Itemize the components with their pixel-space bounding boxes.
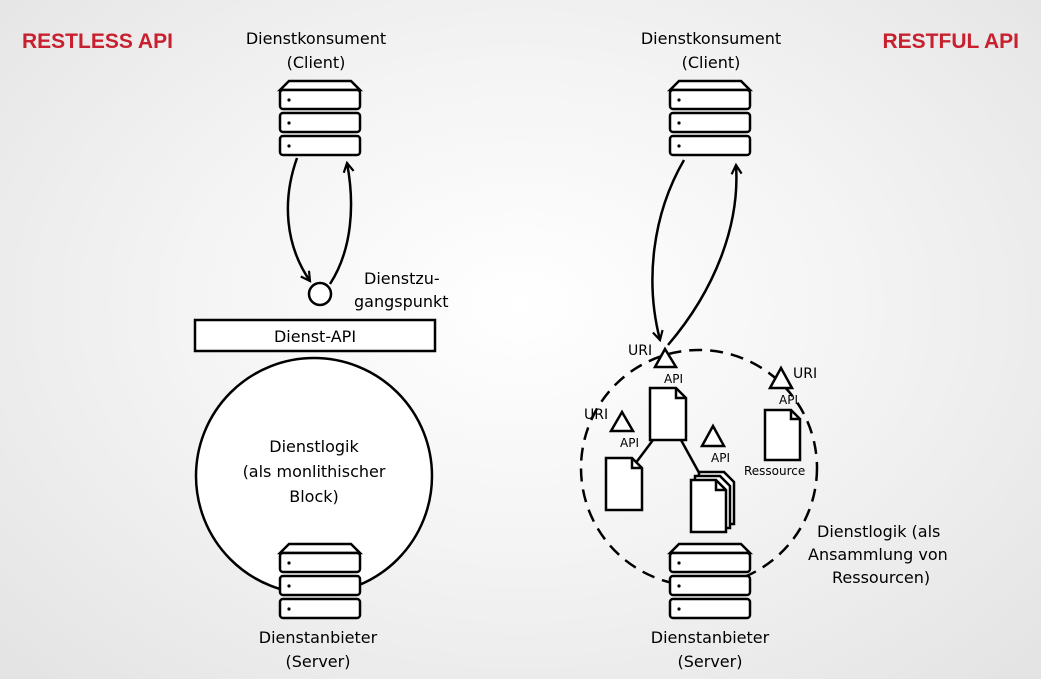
service-api-bar xyxy=(193,318,437,353)
left-server-label-line1: Dienstanbieter xyxy=(259,628,378,647)
left-client-label-line2: (Client) xyxy=(287,53,346,72)
left-request-arrow xyxy=(286,157,310,281)
left-logic-label-line1: Dienstlogik xyxy=(269,437,359,456)
service-access-point-icon xyxy=(307,281,333,307)
right-api-label: API xyxy=(779,393,798,407)
right-logic-label-line2: Ansammlung von xyxy=(808,545,948,564)
restless-api-title: RESTLESS API xyxy=(22,30,173,53)
main-api-label: API xyxy=(664,372,683,386)
right-server-label-line1: Dienstanbieter xyxy=(651,628,770,647)
central-resource-doc-fold xyxy=(674,388,686,400)
center-api-label: API xyxy=(711,451,730,465)
restful-api-title: RESTFUL API xyxy=(882,30,1019,53)
access-point-label-line2: gangspunkt xyxy=(354,292,449,311)
right-provider-server-icon xyxy=(668,542,752,620)
right-client-server-icon xyxy=(668,79,752,157)
service-api-label: Dienst-API xyxy=(274,327,356,346)
right-resource-doc-fold xyxy=(789,410,800,421)
stacked-resource-doc-front-icon xyxy=(689,478,728,534)
center-uri-triangle-icon xyxy=(699,423,727,448)
right-client-label-line1: Dienstkonsument xyxy=(641,29,781,48)
left-server-label-line2: (Server) xyxy=(286,652,351,671)
right-resource-doc-icon xyxy=(763,408,802,462)
left-resource-doc-fold xyxy=(630,458,642,470)
right-logic-label-line1: Dienstlogik (als xyxy=(817,522,940,541)
resource-label: Ressource xyxy=(744,464,805,478)
left-uri-triangle-icon xyxy=(608,409,636,433)
left-response-arrow xyxy=(328,163,351,285)
left-api-label: API xyxy=(620,436,639,450)
central-resource-doc-icon xyxy=(648,386,688,442)
stacked-resource-doc-fold xyxy=(714,480,726,492)
right-logic-label-line3: Ressourcen) xyxy=(832,568,930,587)
right-request-arrow xyxy=(651,159,686,340)
access-point-label-line1: Dienstzu- xyxy=(364,269,440,288)
resource-collection-boundary xyxy=(579,348,819,588)
right-uri-label: URI xyxy=(793,366,817,382)
right-response-arrow xyxy=(667,165,736,346)
link-to-left-resource xyxy=(634,439,654,465)
main-uri-triangle-icon xyxy=(652,346,679,369)
left-logic-label-line3: Block) xyxy=(289,487,339,506)
right-client-label-line2: (Client) xyxy=(682,53,741,72)
left-logic-label-line2: (als monlithischer xyxy=(243,462,386,481)
left-uri-label: URI xyxy=(584,407,608,423)
main-uri-label: URI xyxy=(628,343,652,359)
left-provider-server-icon xyxy=(278,542,362,620)
left-resource-doc-icon xyxy=(604,456,644,512)
right-uri-triangle-icon xyxy=(767,365,795,390)
right-server-label-line2: (Server) xyxy=(678,652,743,671)
left-client-server-icon xyxy=(278,79,362,157)
left-client-label-line1: Dienstkonsument xyxy=(246,29,386,48)
